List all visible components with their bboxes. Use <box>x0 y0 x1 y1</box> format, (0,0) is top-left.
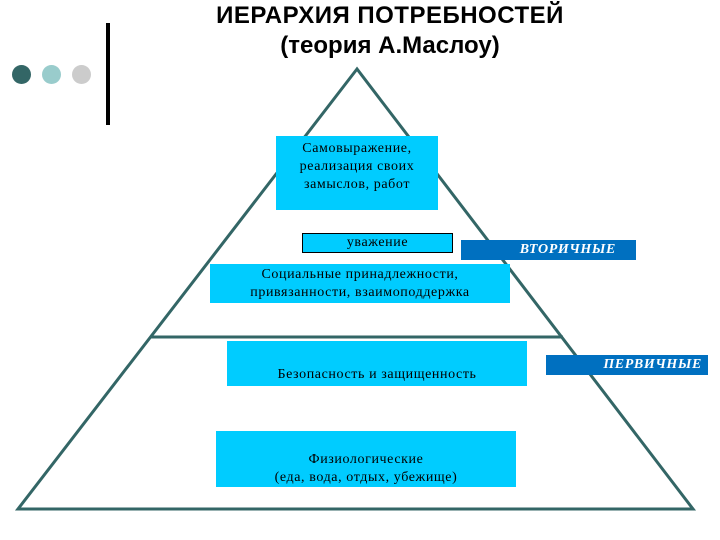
level-physiological: Физиологические (еда, вода, отдых, убежи… <box>216 431 516 487</box>
title-line-2: (теория А.Маслоу) <box>280 32 500 59</box>
group-label-primary: ПЕРВИЧНЫЕ <box>546 355 708 375</box>
decorative-dot-dark <box>12 65 31 84</box>
level-safety: Безопасность и защищенность <box>227 341 527 386</box>
decorative-dot-gray <box>72 65 91 84</box>
title-line-1: ИЕРАРХИЯ ПОТРЕБНОСТЕЙ <box>216 2 564 29</box>
level-esteem: уважение <box>302 233 453 253</box>
pyramid-triangle <box>14 66 697 511</box>
level-self-actualization: Самовыражение, реализация своих замыслов… <box>276 136 438 210</box>
level-social: Социальные принадлежности, привязанности… <box>210 264 510 303</box>
decorative-dot-teal <box>42 65 61 84</box>
decorative-vertical-bar <box>106 23 110 125</box>
group-label-secondary: ВТОРИЧНЫЕ <box>461 240 636 260</box>
